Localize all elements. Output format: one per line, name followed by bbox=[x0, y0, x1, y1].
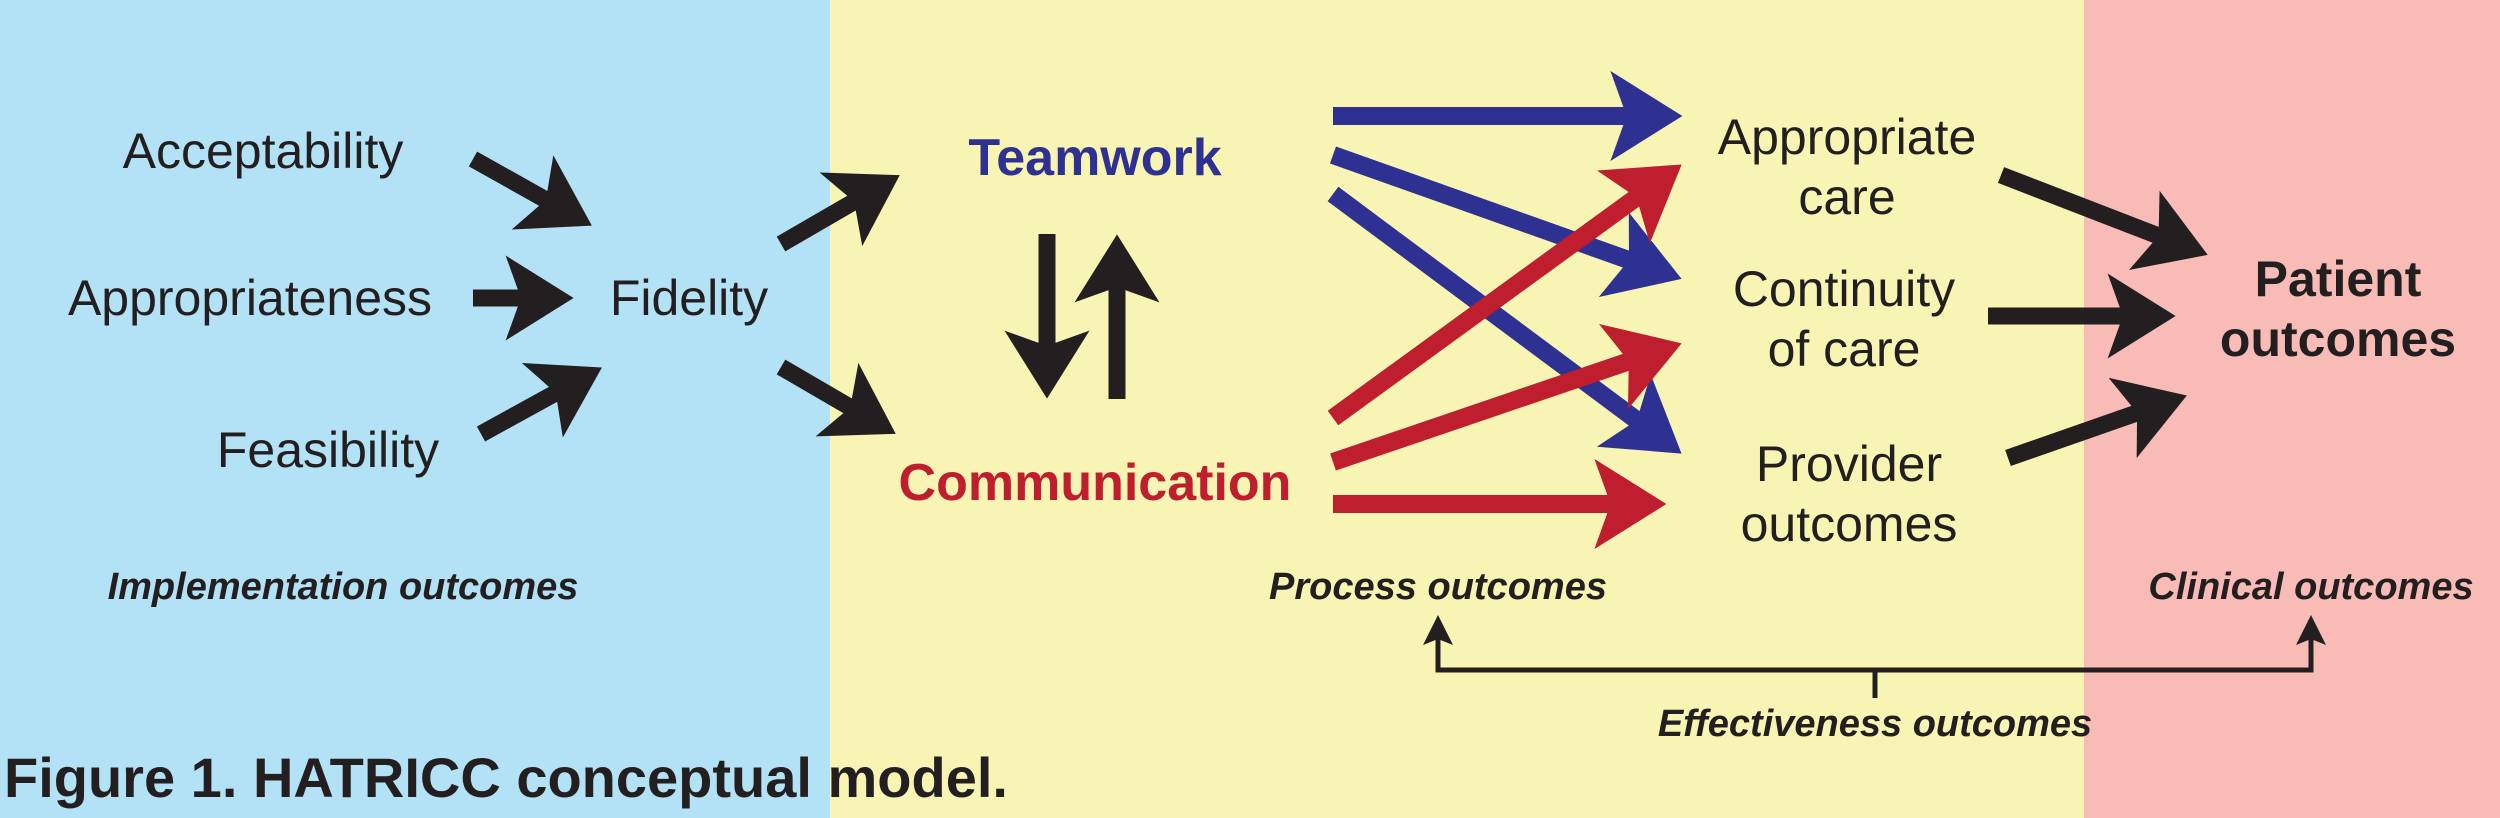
arrow-appropriate-care-patient bbox=[1997, 167, 2208, 271]
provider-line1: Provider bbox=[1755, 436, 1943, 492]
arrow-communication-continuity bbox=[1330, 323, 1682, 471]
clinical-outcomes-label: Clinical outcomes bbox=[2148, 566, 2474, 609]
appropriate-care-line1: Appropriate bbox=[1717, 109, 1977, 165]
arrow-feasibility-fidelity bbox=[476, 363, 602, 442]
continuity-line1: Continuity bbox=[1732, 261, 1956, 317]
implementation-panel bbox=[0, 0, 830, 818]
fidelity-label: Fidelity bbox=[609, 270, 769, 326]
provider-line2: outcomes bbox=[1740, 496, 1958, 552]
process-outcomes-label: Process outcomes bbox=[1269, 566, 1607, 609]
arrow-acceptability-fidelity bbox=[468, 151, 592, 230]
teamwork-label: Teamwork bbox=[968, 128, 1222, 187]
effectiveness-bracket bbox=[1423, 615, 2326, 698]
arrow-fidelity-communication bbox=[776, 359, 896, 437]
continuity-line2: of care bbox=[1767, 321, 1921, 377]
arrow-fidelity-teamwork bbox=[776, 172, 900, 252]
figure-caption: Figure 1. HATRICC conceptual model. bbox=[4, 746, 1008, 809]
implementation-outcomes-label: Implementation outcomes bbox=[107, 566, 579, 609]
appropriateness-label: Appropriateness bbox=[67, 270, 433, 326]
arrow-provider-patient bbox=[2005, 377, 2187, 467]
effectiveness-outcomes-label: Effectiveness outcomes bbox=[1657, 703, 2093, 746]
acceptability-label: Acceptability bbox=[122, 123, 404, 179]
patient-line2: outcomes bbox=[2219, 311, 2457, 367]
patient-line1: Patient bbox=[2254, 251, 2422, 307]
appropriate-care-line2: care bbox=[1798, 169, 1896, 225]
arrow-teamwork-continuity bbox=[1329, 146, 1682, 298]
arrow-communication-appropriate-care bbox=[1327, 164, 1682, 426]
feasibility-label: Feasibility bbox=[216, 422, 440, 478]
communication-label: Communication bbox=[898, 453, 1292, 512]
